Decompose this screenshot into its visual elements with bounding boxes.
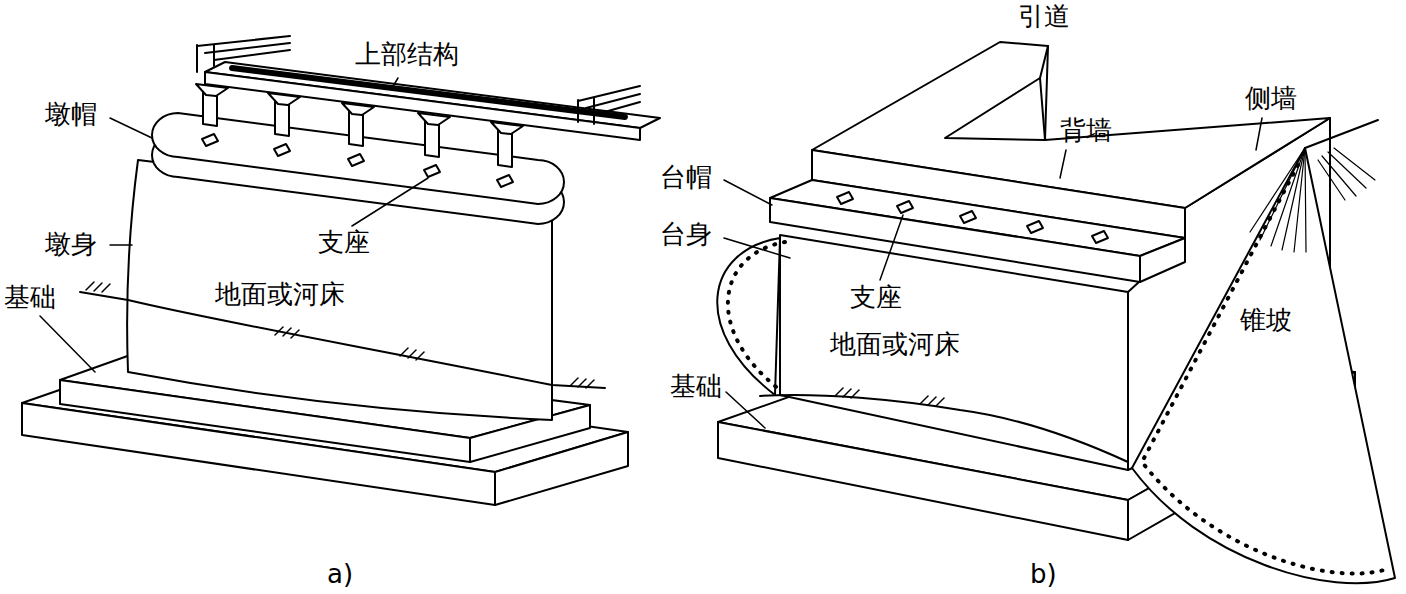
part-label: 基础 [670, 372, 722, 402]
part-label: 上部结构 [355, 40, 459, 70]
abutment-drawing [717, 42, 1395, 583]
pier-drawing [22, 36, 660, 505]
part-label: 背墙 [1060, 116, 1112, 146]
part-label: 支座 [850, 283, 902, 313]
part-label: 地面或河床 [830, 330, 960, 360]
part-label: 地面或河床 [215, 280, 345, 310]
part-label: 支座 [318, 228, 370, 258]
part-label: 墩身 [45, 230, 97, 260]
part-label: 台身 [660, 220, 712, 250]
part-label: b) [1030, 560, 1057, 590]
part-label: 引道 [1018, 2, 1070, 32]
part-label: 锥坡 [1240, 306, 1292, 336]
part-label: 台帽 [660, 163, 712, 193]
part-label: 侧墙 [1245, 84, 1297, 114]
part-label: 基础 [4, 283, 56, 313]
part-label: a) [327, 560, 353, 590]
part-label: 墩帽 [45, 100, 97, 130]
